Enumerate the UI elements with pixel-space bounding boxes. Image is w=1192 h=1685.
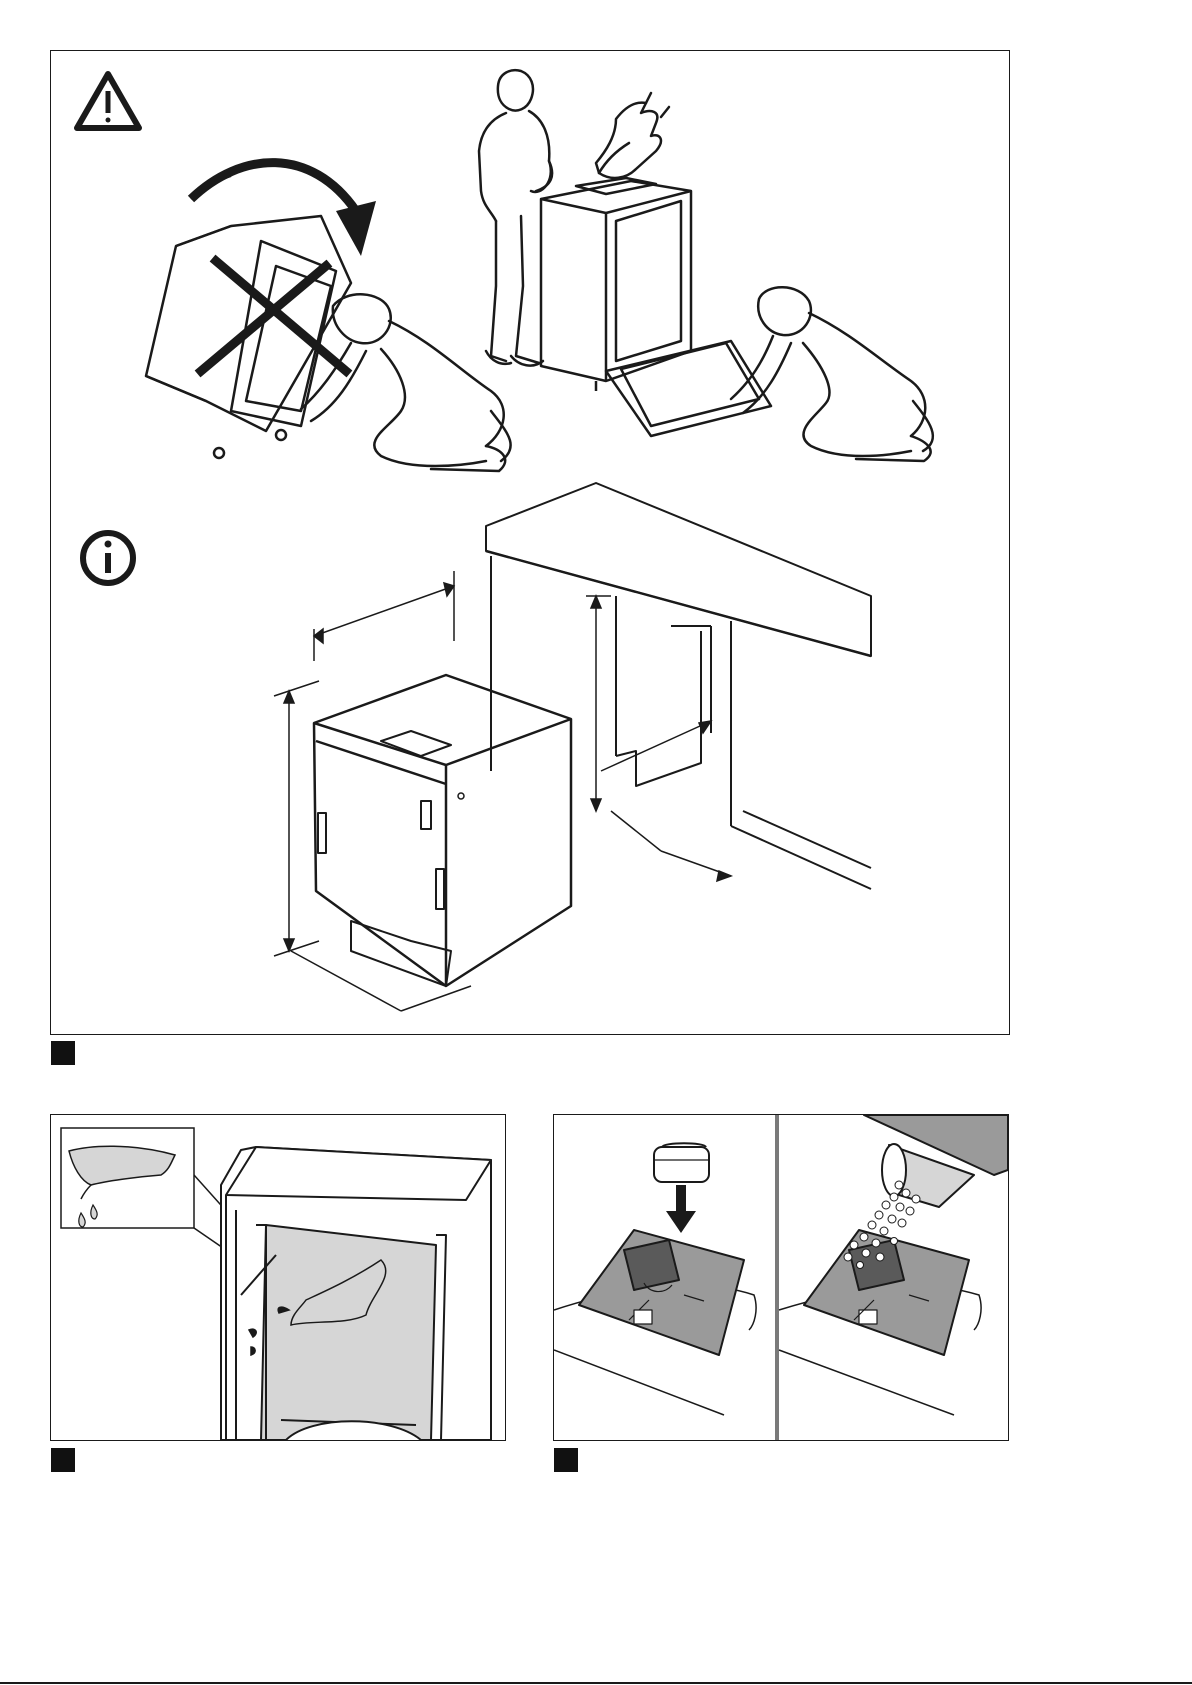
kneeling-person-right [731, 287, 933, 461]
drying-panel [50, 1114, 506, 1441]
tilted-dishwasher [146, 216, 351, 458]
hand-pointing-icon [596, 93, 669, 178]
kneeling-person-left [301, 294, 511, 471]
panel-divider [775, 1115, 779, 1440]
dimension-lines [274, 571, 731, 1011]
step-marker-2 [51, 1448, 75, 1472]
kitchen-cabinet-niche [486, 483, 871, 889]
step-marker-1 [51, 1041, 75, 1065]
detergent-dispenser-right [804, 1230, 969, 1355]
info-icon [83, 533, 133, 583]
step-marker-3 [554, 1448, 578, 1472]
detergent-panel [553, 1114, 1009, 1441]
installation-panel [50, 50, 1010, 1035]
arrow-down-icon [666, 1185, 696, 1233]
tablet-icon [654, 1143, 709, 1182]
tilt-arrow-icon [191, 163, 376, 256]
installation-illustration [51, 51, 1009, 1034]
detergent-dispenser-left [579, 1230, 744, 1355]
powder-scoop-icon [864, 1115, 1008, 1207]
detergent-illustration [554, 1115, 1008, 1440]
integrated-dishwasher [314, 675, 571, 986]
warning-triangle-icon [77, 74, 139, 128]
drying-illustration [51, 1115, 505, 1440]
upright-dishwasher [541, 178, 771, 436]
page-bottom-rule [0, 1682, 1192, 1684]
